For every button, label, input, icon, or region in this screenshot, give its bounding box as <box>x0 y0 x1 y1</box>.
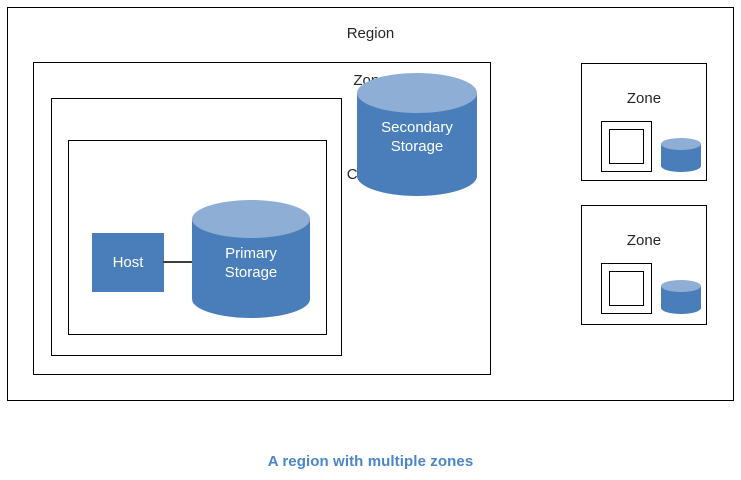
cylinder-top <box>661 280 701 292</box>
region-container <box>7 7 734 401</box>
cylinder-top <box>661 138 701 150</box>
diagram-caption: A region with multiple zones <box>267 453 474 470</box>
cylinder-top <box>357 73 477 113</box>
host-to-primary-storage-connector <box>163 261 194 263</box>
pod-container-secondary-1 <box>601 121 652 172</box>
cylinder-top <box>192 200 310 238</box>
zone-container <box>33 62 491 375</box>
cluster-container <box>68 140 327 335</box>
cluster-container-secondary-2 <box>609 271 644 306</box>
secondary-storage-label: Secondary Storage <box>357 118 477 156</box>
secondary-storage-label-line2: Storage <box>390 138 444 155</box>
zone-label-secondary-1: Zone <box>626 90 662 107</box>
cluster-container-secondary-1 <box>609 129 644 164</box>
zone-label-secondary-2: Zone <box>626 232 662 249</box>
region-label: Region <box>346 25 395 42</box>
secondary-storage-label-line1: Secondary <box>381 119 453 136</box>
storage-cylinder-icon-secondary-2 <box>661 280 701 314</box>
cylinder-body <box>661 286 701 308</box>
zone-container-secondary-1: Zone <box>581 63 707 181</box>
primary-storage-cylinder-icon: Primary Storage <box>192 200 310 318</box>
pod-container <box>51 98 342 356</box>
pod-container-secondary-2 <box>601 263 652 314</box>
cylinder-body <box>661 144 701 166</box>
secondary-storage-cylinder-icon: Secondary Storage <box>357 73 477 196</box>
primary-storage-label: Primary Storage <box>192 244 310 282</box>
zone-container-secondary-2: Zone <box>581 205 707 325</box>
host-shape: Host <box>92 233 164 292</box>
storage-cylinder-icon-secondary-1 <box>661 138 701 172</box>
host-label: Host <box>112 253 144 271</box>
primary-storage-label-line2: Storage <box>224 264 278 281</box>
primary-storage-label-line1: Primary <box>225 245 277 262</box>
